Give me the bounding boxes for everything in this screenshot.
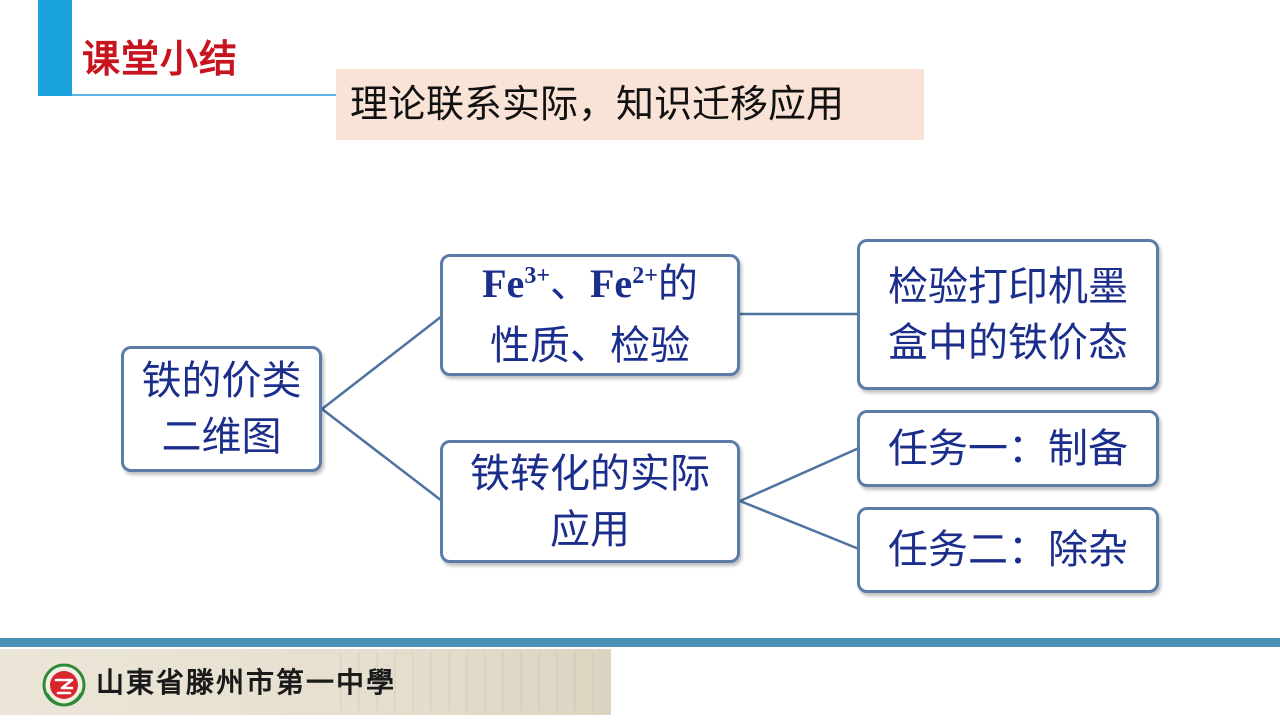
edge-application-task1 xyxy=(739,446,860,503)
school-name: 山東省滕州市第一中學 xyxy=(96,666,397,699)
node-task2-label: 任务二：除杂 xyxy=(888,527,1128,573)
species-fe2-charge: 2+ xyxy=(632,263,658,289)
node-properties-line1: Fe3+、Fe2+的 xyxy=(482,256,698,318)
node-printer-line2: 盒中的铁价态 xyxy=(888,319,1128,366)
edge-root-application xyxy=(321,408,443,502)
footer-panel: 山東省滕州市第一中學 xyxy=(0,649,611,715)
node-application-line1: 铁转化的实际 xyxy=(470,450,710,497)
species-separator: 、 xyxy=(550,261,590,307)
species-fe3-charge: 3+ xyxy=(524,263,550,289)
header-underline xyxy=(72,94,340,96)
species-fe3-base: Fe xyxy=(482,261,525,306)
species-fe2-base: Fe xyxy=(590,261,633,306)
school-emblem-icon xyxy=(42,663,86,707)
node-printer-line1: 检验打印机墨 xyxy=(888,263,1128,310)
slide-title: 课堂小结 xyxy=(82,37,239,81)
node-printer: 检验打印机墨 盒中的铁价态 xyxy=(857,239,1159,390)
footer-calligraphy-texture xyxy=(340,653,600,711)
node-application: 铁转化的实际 应用 xyxy=(440,440,740,563)
edge-application-task2 xyxy=(739,499,860,551)
node-properties: Fe3+、Fe2+的 性质、检验 xyxy=(440,254,740,376)
node-root: 铁的价类 二维图 xyxy=(121,346,322,472)
node-properties-line2: 性质、检验 xyxy=(490,323,690,369)
edge-root-properties xyxy=(321,315,443,410)
node-task1-label: 任务一：制备 xyxy=(888,425,1128,472)
node-properties-suffix: 的 xyxy=(657,261,698,307)
node-task2: 任务二：除杂 xyxy=(857,507,1159,593)
header-accent-bar xyxy=(38,0,72,96)
footer-band xyxy=(0,638,1280,647)
slide-subtitle: 理论联系实际，知识迁移应用 xyxy=(336,69,924,140)
node-task1: 任务一：制备 xyxy=(857,410,1159,487)
node-root-line1: 铁的价类 xyxy=(141,358,302,404)
node-root-line2: 二维图 xyxy=(161,414,282,460)
node-application-line2: 应用 xyxy=(550,506,630,553)
